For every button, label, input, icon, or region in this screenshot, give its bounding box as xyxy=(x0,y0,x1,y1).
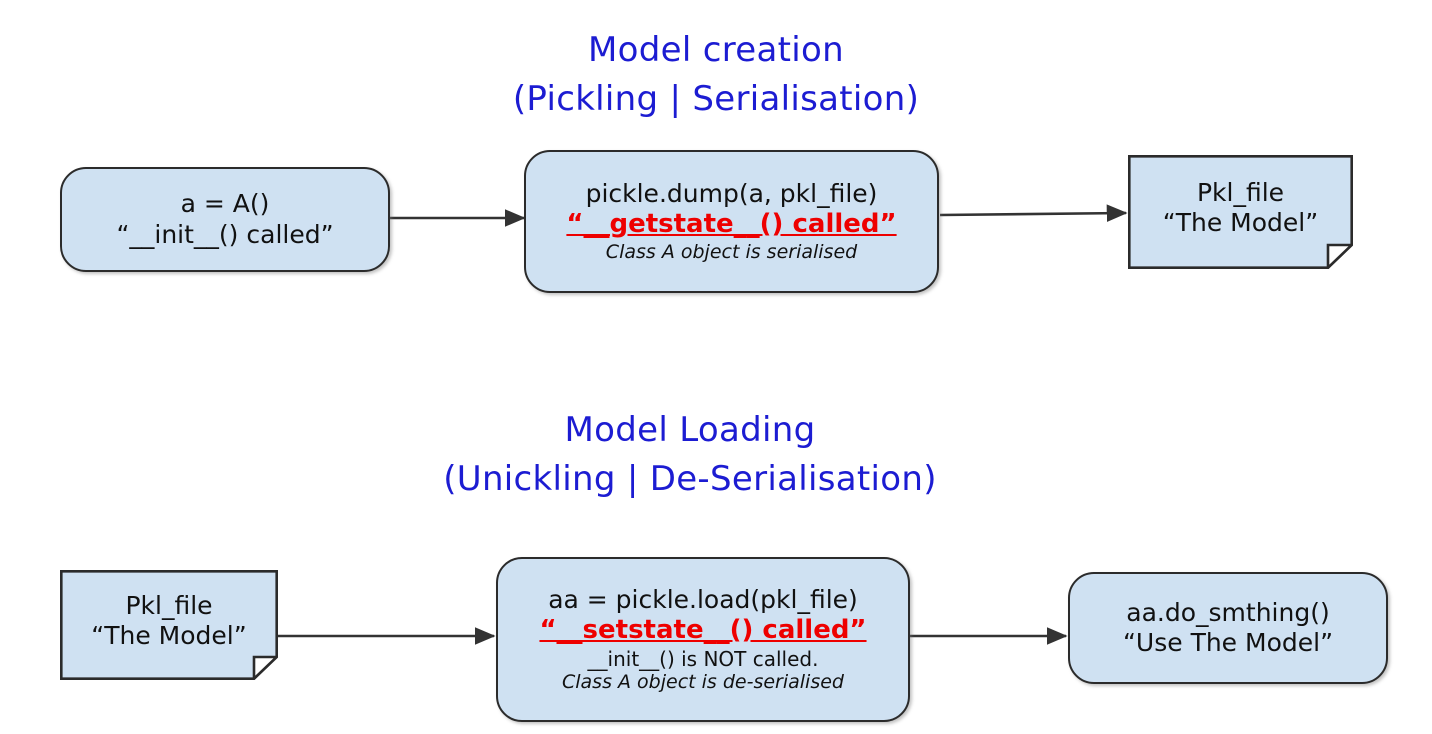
node-load-file-line1: Pkl_file xyxy=(125,590,213,620)
node-create-init-line1: a = A() xyxy=(180,189,270,218)
node-load-load-note1: __init__() is NOT called. xyxy=(587,646,819,671)
node-load-load[interactable]: aa = pickle.load(pkl_file) “__setstate__… xyxy=(496,557,910,722)
section-title-model-loading: Model Loading (Unickling | De-Serialisat… xyxy=(290,406,1090,505)
node-create-file-line2: “The Model” xyxy=(1162,208,1319,237)
section-1-title-line2: (Pickling | Serialisation) xyxy=(512,79,920,120)
node-load-use-line1: aa.do_smthing() xyxy=(1126,597,1330,627)
section-1-title-line1: Model creation xyxy=(588,30,844,70)
node-load-file[interactable]: Pkl_file “The Model” xyxy=(60,570,278,680)
node-load-file-text: Pkl_file “The Model” xyxy=(91,591,246,660)
node-create-dump-note: Class A object is serialised xyxy=(605,241,858,264)
node-create-dump-line1: pickle.dump(a, pkl_file) xyxy=(585,178,878,208)
section-title-model-creation: Model creation (Pickling | Serialisation… xyxy=(316,26,1116,125)
node-create-dump[interactable]: pickle.dump(a, pkl_file) “__getstate__()… xyxy=(524,150,939,293)
node-create-init[interactable]: a = A() “__init__() called” xyxy=(60,167,390,272)
document-shape-icon xyxy=(60,570,278,680)
arrow-dump-to-file xyxy=(939,204,1128,223)
node-create-file-text: Pkl_file “The Model” xyxy=(1163,178,1318,247)
node-load-load-line1: aa = pickle.load(pkl_file) xyxy=(548,584,858,614)
section-2-title-line1: Model Loading xyxy=(564,410,816,450)
node-create-init-line2: “__init__() called” xyxy=(116,219,334,249)
node-create-dump-highlight: “__getstate__() called” xyxy=(566,209,897,240)
node-create-file-line1: Pkl_file xyxy=(1196,177,1285,207)
node-load-load-note2: Class A object is de-serialised xyxy=(561,671,844,694)
node-load-load-highlight: “__setstate__() called” xyxy=(539,615,867,646)
node-load-file-line2: “The Model” xyxy=(91,621,247,650)
section-2-title-line2: (Unickling | De-Serialisation) xyxy=(443,459,937,500)
node-load-use[interactable]: aa.do_smthing() “Use The Model” xyxy=(1068,572,1388,684)
node-load-use-line2: “Use The Model” xyxy=(1122,628,1334,657)
document-shape-icon xyxy=(1128,155,1353,269)
node-create-file[interactable]: Pkl_file “The Model” xyxy=(1128,155,1353,269)
